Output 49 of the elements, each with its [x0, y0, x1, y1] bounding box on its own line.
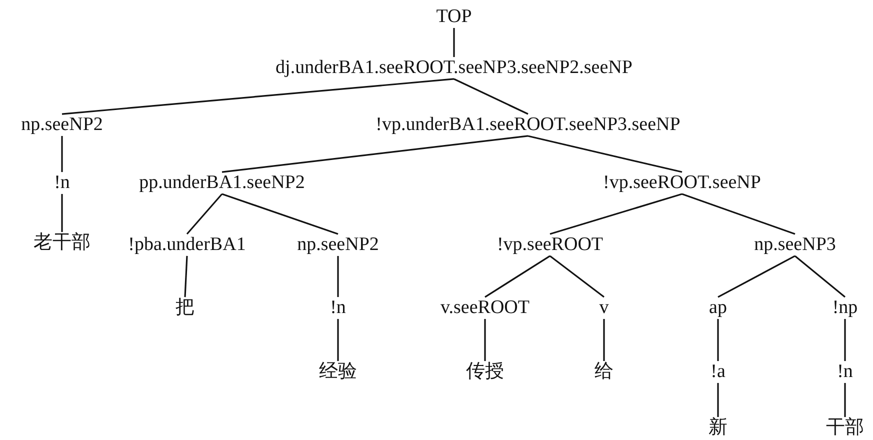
tree-node-label: TOP	[436, 7, 472, 27]
tree-branch	[184, 256, 188, 298]
tree-branch	[484, 318, 486, 362]
tree-node-label: !np	[832, 298, 858, 318]
tree-node-label: np.seeNP2	[21, 115, 103, 135]
tree-branch	[794, 255, 846, 298]
tree-node-label: v	[599, 298, 609, 318]
tree-branch	[337, 318, 339, 362]
tree-node-label: !a	[710, 362, 726, 382]
tree-node-label: !n	[330, 298, 346, 318]
tree-branch	[550, 193, 682, 235]
tree-branch	[717, 318, 719, 362]
tree-branch	[61, 136, 63, 172]
tree-branch	[844, 382, 846, 418]
tree-branch	[453, 28, 455, 58]
tree-node-label: np.seeNP2	[297, 235, 379, 255]
tree-branch	[484, 255, 550, 298]
tree-node-label: 传授	[466, 362, 504, 382]
tree-node-label: 经验	[319, 362, 357, 382]
tree-branch	[682, 193, 796, 235]
tree-node-label: !vp.underBA1.seeROOT.seeNP3.seeNP	[376, 115, 680, 135]
tree-node-label: v.seeROOT	[440, 298, 530, 318]
tree-branch	[61, 194, 63, 232]
tree-node-label: 把	[176, 298, 194, 318]
tree-node-label: !vp.seeROOT.seeNP	[603, 173, 761, 193]
tree-node-label: !n	[837, 362, 853, 382]
tree-branch	[717, 382, 719, 418]
tree-node-label: !pba.underBA1	[128, 235, 246, 255]
tree-branch	[222, 135, 528, 173]
tree-node-label: 老干部	[34, 233, 90, 253]
tree-branch	[718, 255, 796, 298]
tree-node-label: 干部	[826, 418, 864, 438]
tree-branch	[222, 193, 338, 235]
tree-node-label: 给	[594, 362, 614, 382]
tree-branch	[62, 78, 454, 115]
tree-branch	[550, 255, 604, 298]
tree-node-label: np.seeNP3	[754, 235, 836, 255]
tree-branch	[844, 318, 846, 362]
tree-node-label: ap	[709, 298, 727, 318]
tree-branch	[454, 78, 528, 115]
tree-branch	[528, 135, 682, 173]
tree-branch	[337, 256, 339, 298]
tree-node-label: 新	[708, 418, 728, 438]
tree-branch	[186, 193, 223, 235]
tree-node-label: !vp.seeROOT	[496, 235, 604, 255]
tree-node-label: dj.underBA1.seeROOT.seeNP3.seeNP2.seeNP	[276, 58, 632, 78]
tree-node-label: !n	[54, 173, 70, 193]
tree-node-label: pp.underBA1.seeNP2	[139, 173, 305, 193]
tree-branch	[603, 318, 605, 362]
